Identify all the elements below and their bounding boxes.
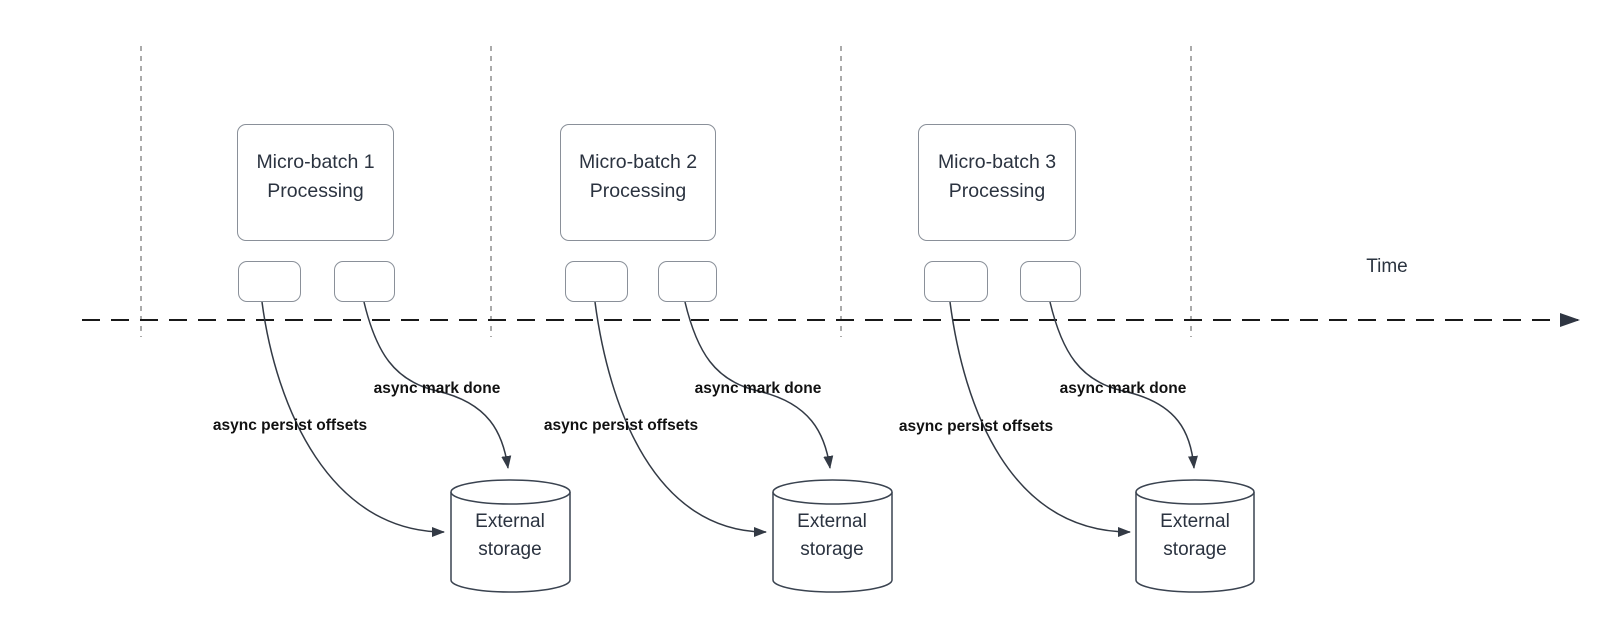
mark-done-label: async mark done [373,380,501,397]
time-axis-label: Time [1366,256,1408,277]
micro-batch-title-line1: Micro-batch 3 [937,150,1057,173]
persist-offsets-task-box [565,261,628,302]
micro-batch-title-line1: Micro-batch 2 [578,150,698,173]
external-storage-line1: External [475,511,545,532]
mark-done-arrow [363,301,512,469]
persist-offsets-arrow [261,301,445,537]
mark-done-task-box [1020,261,1081,302]
mark-done-label: async mark done [694,380,822,397]
persist-offsets-task-box [924,261,988,302]
storage-cylinder [772,479,893,593]
micro-batch-title-line2: Processing [267,179,364,202]
micro-batch-title-line2: Processing [948,179,1046,202]
micro-batch-1-processing-box: Micro-batch 1 Processing [237,124,394,241]
persist-offsets-arrow [949,301,1131,537]
external-storage-line2: storage [1163,539,1227,560]
storage-cylinder [1135,479,1255,593]
mark-done-arrow [1049,301,1198,469]
micro-batch-title-line1: Micro-batch 1 [256,150,375,173]
micro-batch-3-processing-box: Micro-batch 3 Processing [918,124,1076,241]
persist-offsets-label: async persist offsets [898,418,1054,435]
external-storage-label: External storage [475,508,545,564]
storage-cylinder [450,479,571,593]
persist-offsets-label: async persist offsets [543,417,699,434]
mark-done-task-box [334,261,395,302]
external-storage-line2: storage [800,539,864,560]
persist-offsets-label: async persist offsets [212,417,368,434]
external-storage-line1: External [1160,511,1230,532]
external-storage-line2: storage [478,539,542,560]
micro-batch-2-processing-box: Micro-batch 2 Processing [560,124,716,241]
mark-done-task-box [658,261,717,302]
mark-done-label: async mark done [1059,380,1187,397]
persist-offsets-arrow [594,301,767,537]
external-storage-label: External storage [1160,508,1230,564]
mark-done-arrow [684,301,834,469]
external-storage-line1: External [797,511,867,532]
external-storage-label: External storage [797,508,867,564]
persist-offsets-task-box [238,261,301,302]
micro-batch-title-line2: Processing [589,179,687,202]
